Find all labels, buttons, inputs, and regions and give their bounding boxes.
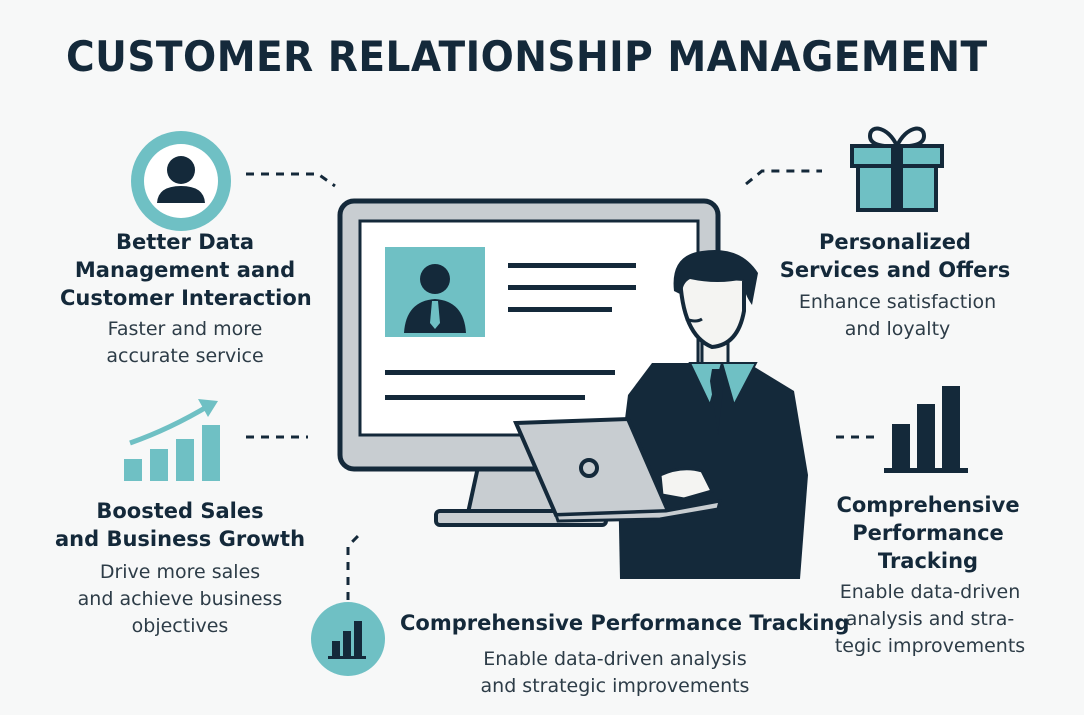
bar-chart-circle-icon (310, 601, 386, 677)
feature-desc-personalized: Enhance satisfaction and loyalty (798, 291, 997, 340)
bar-chart-icon (884, 382, 974, 474)
feature-desc-sales-growth: Drive more sales and achieve business ob… (77, 561, 283, 637)
feature-desc-performance-right: Enable data-driven analysis and stra- te… (834, 581, 1026, 657)
connector-performance-bottom (346, 534, 360, 600)
laptop-icon (512, 416, 723, 523)
feature-heading-performance-bottom: Comprehensive Performance Tracking (400, 611, 850, 635)
user-circle-icon (130, 130, 232, 232)
feature-heading-sales-growth: Boosted Sales and Business Growth (55, 499, 306, 551)
page-title: CUSTOMER RELATIONSHIP MANAGEMENT (66, 32, 988, 81)
feature-heading-personalized: Personalized Services and Offers (779, 230, 1011, 282)
feature-desc-performance-bottom: Enable data-driven analysis and strategi… (480, 648, 750, 697)
feature-desc-data-management: Faster and more accurate service (106, 318, 264, 367)
feature-heading-performance-right: Comprehensive Performance Tracking (836, 493, 1020, 573)
connector-data-management (246, 172, 336, 188)
feature-heading-data-management: Better Data Management aand Customer Int… (60, 230, 312, 310)
connector-personalized (745, 169, 822, 186)
businessman-icon (618, 249, 808, 579)
gift-icon (848, 118, 946, 214)
growth-chart-icon (120, 395, 224, 485)
crm-illustration (330, 195, 830, 585)
